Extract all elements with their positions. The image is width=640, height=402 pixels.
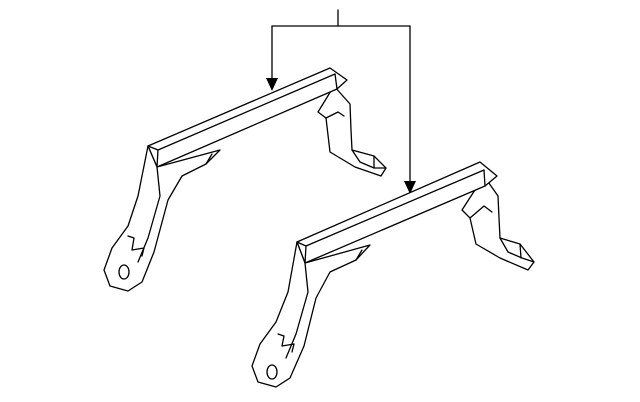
callout-leader — [266, 9, 416, 194]
arrowhead-right — [404, 181, 416, 194]
bracket-upper — [103, 67, 387, 292]
arrowhead-left — [266, 78, 278, 91]
bracket-lower — [251, 161, 535, 388]
bracket-lower-rear-leg — [461, 175, 535, 271]
bracket-lower-front-leg — [251, 241, 371, 388]
bracket-upper-rear-leg — [317, 85, 387, 177]
bracket-upper-bar — [147, 67, 348, 168]
bracket-upper-bolt-hole — [118, 264, 130, 280]
bracket-lower-bolt-hole — [266, 364, 278, 380]
bracket-upper-front-leg — [103, 145, 221, 292]
